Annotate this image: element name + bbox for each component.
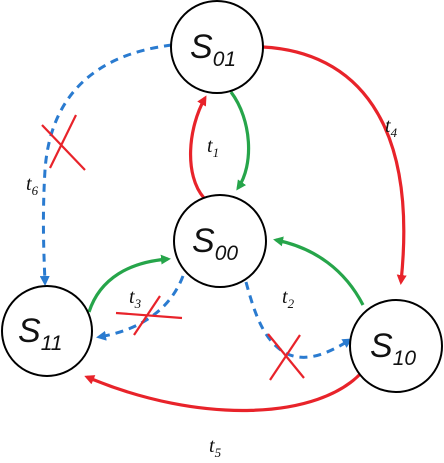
transition-subscript: 4 bbox=[391, 125, 398, 140]
state-letter: S bbox=[190, 28, 213, 66]
state-letter: S bbox=[18, 312, 41, 350]
cross-mark-t6 bbox=[41, 114, 86, 171]
transition-letter: t bbox=[129, 286, 135, 308]
state-label-s00: S00 bbox=[192, 222, 238, 265]
edge-s10-to-s00-green bbox=[273, 236, 365, 306]
edge-s00-to-s01-red bbox=[188, 95, 207, 200]
transition-label-t6: t6 bbox=[26, 173, 39, 198]
state-letter: S bbox=[192, 222, 215, 260]
transition-label-t4: t4 bbox=[385, 115, 398, 140]
transition-label-t1: t1 bbox=[207, 135, 219, 160]
cross-mark-t3 bbox=[115, 295, 183, 336]
state-subscript: 11 bbox=[41, 332, 63, 355]
transition-subscript: 5 bbox=[215, 445, 222, 460]
edge-s00-to-s10-blue-dashed bbox=[244, 281, 353, 359]
transition-label-t3: t3 bbox=[129, 286, 142, 311]
transition-subscript: 1 bbox=[213, 145, 220, 160]
state-node-s00: S00 bbox=[173, 194, 267, 288]
state-node-s10: S10 bbox=[349, 299, 443, 393]
state-subscript: 01 bbox=[213, 48, 236, 71]
transition-letter: t bbox=[385, 115, 391, 137]
state-subscript: 10 bbox=[393, 347, 417, 370]
transition-subscript: 3 bbox=[134, 296, 142, 311]
transition-letter: t bbox=[207, 135, 213, 157]
edge-s10-to-s11-red bbox=[84, 369, 365, 412]
state-label-s01: S01 bbox=[190, 28, 236, 71]
transition-subscript: 2 bbox=[288, 296, 295, 311]
cross-mark-t2 bbox=[267, 333, 305, 381]
edge-s01-to-s00-green bbox=[229, 91, 251, 191]
state-label-s11: S11 bbox=[18, 312, 63, 355]
state-subscript: 00 bbox=[215, 242, 239, 265]
transition-letter: t bbox=[282, 286, 288, 308]
edge-s11-to-s00-green bbox=[87, 254, 171, 313]
transition-letter: t bbox=[209, 435, 215, 457]
state-label-s10: S10 bbox=[370, 327, 416, 370]
transition-label-t2: t2 bbox=[282, 286, 295, 311]
state-node-s11: S11 bbox=[1, 285, 93, 377]
transition-letter: t bbox=[26, 173, 32, 195]
edge-s01-to-s10-red bbox=[262, 45, 407, 285]
edge-s01-to-s11-blue-dashed bbox=[39, 43, 173, 286]
state-letter: S bbox=[370, 327, 393, 365]
state-node-s01: S01 bbox=[170, 0, 264, 94]
transition-label-t5: t5 bbox=[209, 435, 222, 460]
transition-subscript: 6 bbox=[32, 183, 39, 198]
